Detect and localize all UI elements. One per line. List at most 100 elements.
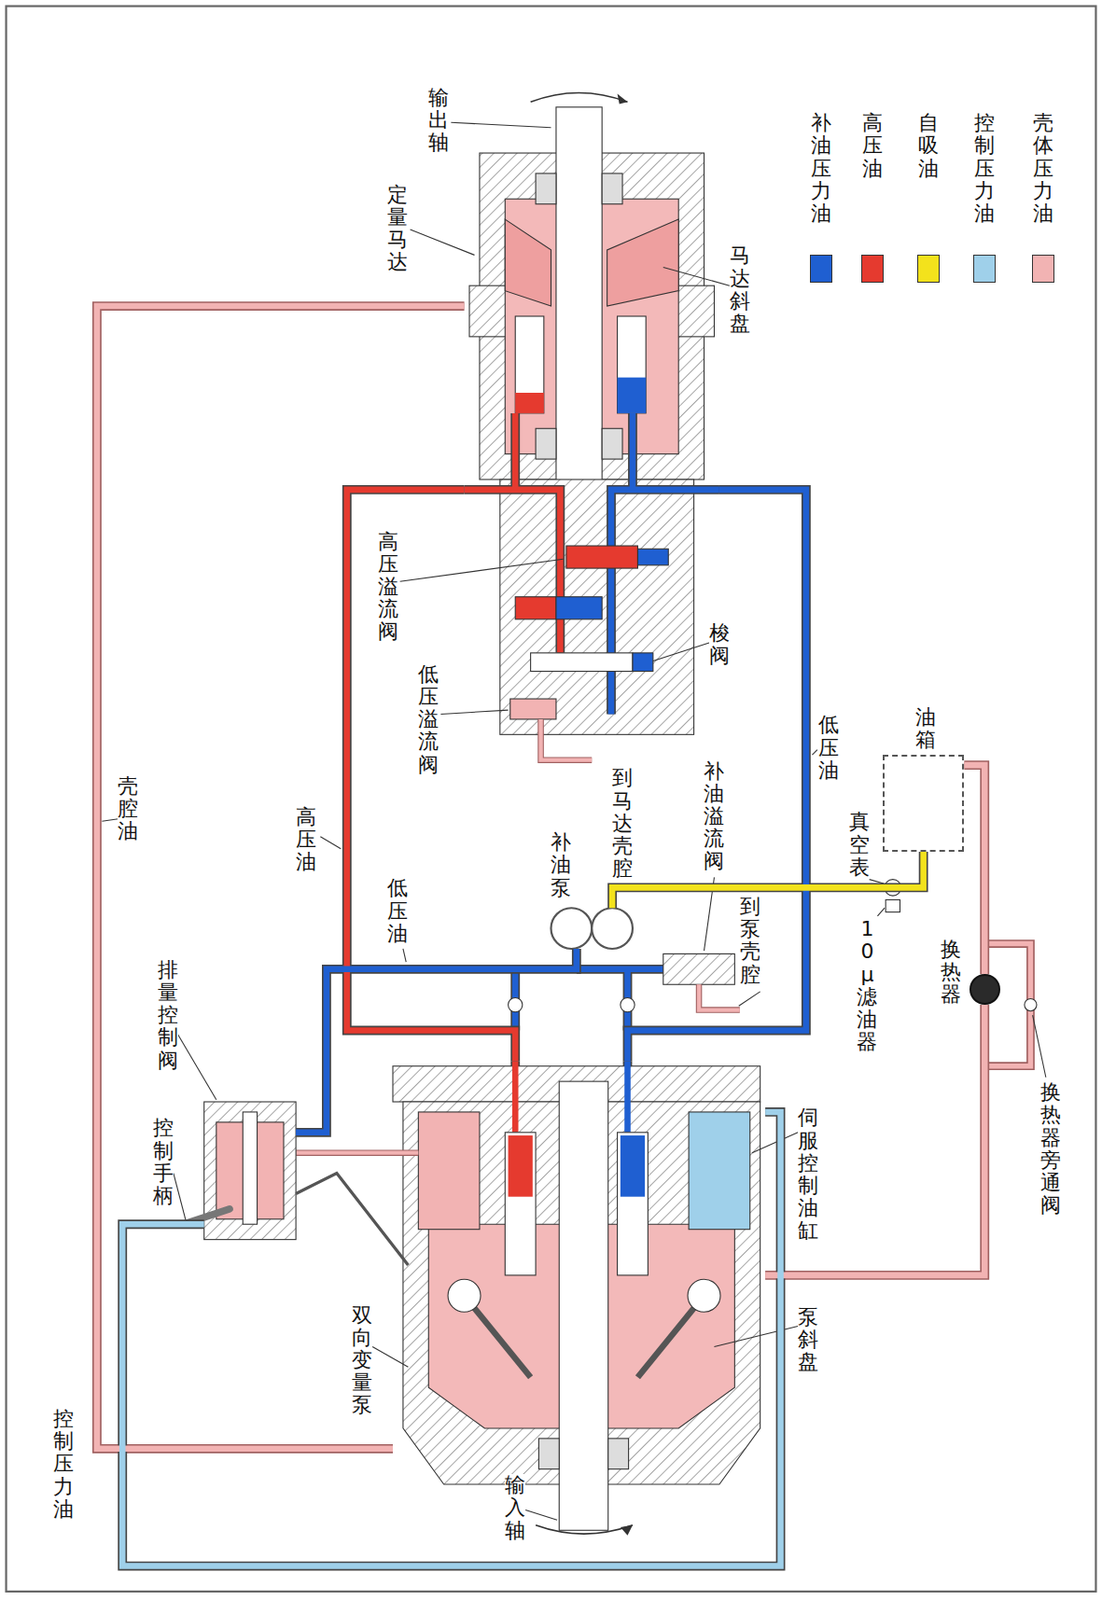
- part-label: 换热器旁通阀: [1040, 1081, 1061, 1217]
- leader-line: [525, 1509, 558, 1521]
- oil-pipe: [627, 489, 807, 1061]
- control-valve-body: [204, 1102, 296, 1241]
- rotation-arrow: [530, 93, 628, 103]
- bypass-valve: [1024, 999, 1037, 1012]
- output-shaft: [556, 107, 602, 486]
- oil-pipe: [347, 489, 516, 1061]
- bearing: [601, 173, 623, 205]
- charge-relief-valve: [663, 953, 736, 985]
- legend-item: 补油压力油: [809, 111, 833, 296]
- leader-line: [877, 907, 885, 917]
- legend-swatch: [1032, 254, 1055, 283]
- part-label: 到泵壳腔: [739, 895, 761, 987]
- legend-item: 控制压力油: [973, 111, 996, 296]
- rotation-arrow: [535, 1525, 633, 1535]
- part-label: 定量马达: [387, 183, 408, 275]
- control-spool: [242, 1112, 257, 1225]
- legend-item: 壳体压力油: [1032, 111, 1055, 296]
- leader-line: [663, 267, 730, 287]
- leader-line: [653, 642, 710, 662]
- servo-pipe: [295, 1150, 419, 1155]
- charge-pump: 补油泵: [551, 907, 633, 949]
- feedback-linkage: [295, 1173, 408, 1266]
- leader-line: [320, 836, 341, 850]
- relief-valve: [556, 597, 602, 620]
- leader-line: [372, 1346, 408, 1368]
- relief-valve-spring: [637, 548, 669, 565]
- leader-line: [173, 1173, 186, 1221]
- low-relief-valve: [510, 698, 557, 720]
- leader-line: [403, 948, 406, 963]
- legend-text: 壳体压力油: [1032, 111, 1054, 225]
- motor-piston: [617, 316, 647, 414]
- servo-cylinder: [418, 1112, 480, 1230]
- pipe-label: 壳腔油: [117, 775, 139, 844]
- legend-swatch: [861, 254, 884, 283]
- legend-swatch: [917, 254, 940, 283]
- leader-line: [410, 229, 475, 255]
- pipe-outline: [698, 984, 740, 1010]
- oil-pipe: [612, 851, 924, 908]
- pipe-outline: [347, 489, 516, 1061]
- part-label: 输出轴: [428, 86, 449, 155]
- pump-piston-oil: [620, 1135, 645, 1198]
- swashplate-arm: [464, 1296, 705, 1378]
- bypass-pipe: [984, 944, 1031, 1067]
- part-label: 真空表: [849, 810, 870, 879]
- pipe-outline: [122, 1112, 781, 1567]
- high-pressure-passage: [464, 413, 561, 654]
- check-valve: [620, 997, 635, 1012]
- bearing: [535, 428, 557, 460]
- charge-pump-gear: [591, 907, 633, 949]
- case-drain-pipe: [698, 984, 740, 1010]
- legend-item: 自吸油: [917, 111, 940, 296]
- part-label: 伺服控制油缸: [797, 1106, 819, 1242]
- filter: [885, 899, 900, 912]
- pipe-outline: [541, 719, 593, 761]
- control-valve: 排量控制阀: [204, 1102, 296, 1241]
- bearing: [535, 173, 557, 205]
- pump-piston-oil: [508, 1135, 533, 1198]
- relief-valve: [515, 597, 557, 620]
- oil-tank: 油箱: [882, 754, 964, 852]
- check-valve: [508, 997, 523, 1012]
- rotation-arrowhead: [620, 1525, 633, 1536]
- oil-pipe: [963, 765, 985, 975]
- part-label: 双向变量泵: [351, 1304, 373, 1418]
- case-drain-pipe: [541, 719, 593, 761]
- leader-line: [440, 710, 508, 714]
- shuttle-valve-end: [632, 653, 654, 672]
- pipe-outline: [295, 948, 577, 1133]
- part-label: 油箱: [915, 706, 936, 752]
- part-label: 补油溢流阀: [703, 760, 725, 874]
- shuttle-valve: [530, 653, 633, 672]
- motor-swashplate: [504, 219, 551, 307]
- legend-text: 控制压力油: [974, 111, 995, 225]
- pipe-outline: [612, 851, 924, 908]
- oil-pipe: [295, 948, 577, 1133]
- pipe-outline: [963, 765, 985, 975]
- pipe-label: 低压油: [387, 877, 408, 946]
- part-label: 换热器: [940, 938, 962, 1007]
- heat-exchanger: 换热器: [969, 974, 1001, 1005]
- leader-line: [1032, 1015, 1047, 1078]
- legend-text: 补油压力油: [810, 111, 832, 225]
- part-label: 输入轴: [504, 1474, 526, 1543]
- part-label: 到马达壳腔: [612, 767, 633, 880]
- pump-piston: [617, 1132, 649, 1276]
- bearing: [608, 1438, 629, 1470]
- pipe-outline: [97, 306, 465, 1450]
- swashplate-pivot: [687, 1279, 721, 1312]
- leader-line: [450, 122, 551, 127]
- part-label: 马达斜盘: [729, 244, 751, 335]
- part-label: 低压溢流阀: [418, 663, 439, 777]
- pump-unit: 双向变量泵: [392, 1060, 766, 1490]
- leader-line: [752, 1132, 798, 1154]
- charge-pump-gear: [551, 907, 593, 949]
- bearing: [538, 1438, 559, 1470]
- leader-line: [400, 558, 564, 582]
- legend-item: 高压油: [861, 111, 884, 296]
- motor-piston: [515, 316, 545, 414]
- leader-line: [175, 1030, 217, 1100]
- pipe-outline: [295, 1149, 419, 1157]
